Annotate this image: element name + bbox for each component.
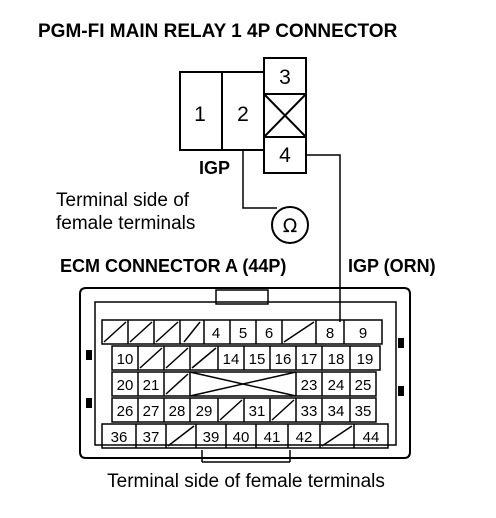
ecm-pin-10: 10 <box>117 351 134 368</box>
ecm-pin-34: 34 <box>328 403 345 420</box>
ecm-pin-23: 23 <box>301 377 318 394</box>
note-top-line-2: female terminals <box>56 213 195 234</box>
ohmmeter-icon <box>271 206 309 244</box>
ecm-pin-44: 44 <box>363 429 380 446</box>
ecm-pin-19: 19 <box>357 351 374 368</box>
ecm-pin-24: 24 <box>328 377 345 394</box>
relay-pin-2: 2 <box>237 103 249 126</box>
igp-label: IGP <box>199 158 230 178</box>
ecm-pin-16: 16 <box>275 351 292 368</box>
ecm-pin-31: 31 <box>249 403 266 420</box>
ecm-pin-42: 42 <box>296 429 313 446</box>
note-bottom: Terminal side of female terminals <box>107 471 385 492</box>
ecm-pin-17: 17 <box>301 351 318 368</box>
ecm-pin-40: 40 <box>233 429 250 446</box>
ecm-pin-18: 18 <box>328 351 345 368</box>
diagram-title: PGM-FI MAIN RELAY 1 4P CONNECTOR <box>38 21 398 42</box>
ecm-pin-27: 27 <box>143 403 160 420</box>
ecm-pin-39: 39 <box>203 429 220 446</box>
relay-pin-3: 3 <box>279 66 291 89</box>
relay-pin-1: 1 <box>194 103 206 126</box>
ecm-pin-14: 14 <box>223 351 240 368</box>
ecm-pin-26: 26 <box>117 403 134 420</box>
test-lead-ecm <box>306 154 341 322</box>
ecm-pin-35: 35 <box>355 403 372 420</box>
relay-pin-4: 4 <box>279 144 291 167</box>
relay-side-block <box>263 57 307 174</box>
ecm-pin-20: 20 <box>117 377 134 394</box>
ecm-pin-5: 5 <box>239 325 247 342</box>
test-lead-relay <box>242 150 277 209</box>
relay-connector: 1 2 3 4 <box>179 57 307 174</box>
ecm-pin-28: 28 <box>169 403 186 420</box>
ecm-label: ECM CONNECTOR A (44P) <box>60 256 286 276</box>
ecm-pin-41: 41 <box>264 429 281 446</box>
ecm-pin-6: 6 <box>265 325 273 342</box>
ecm-pin-33: 33 <box>301 403 318 420</box>
ohm-symbol: Ω <box>283 215 298 237</box>
ecm-latch <box>215 289 269 305</box>
ecm-connector: 4 5 6 8 9 10 14 15 16 17 18 19 <box>79 287 411 463</box>
ecm-pin-4: 4 <box>212 325 220 342</box>
ecm-pin-36: 36 <box>111 429 128 446</box>
ecm-pin-37: 37 <box>143 429 160 446</box>
ecm-pin-9: 9 <box>359 325 367 342</box>
ecm-housing-outer <box>79 287 411 459</box>
ecm-pin-21: 21 <box>143 377 160 394</box>
ecm-pin-25: 25 <box>355 377 372 394</box>
ecm-pin-15: 15 <box>249 351 266 368</box>
ecm-housing-inner <box>94 301 397 446</box>
igp-orn-label: IGP (ORN) <box>348 256 436 276</box>
note-top-line-1: Terminal side of <box>56 190 190 211</box>
ecm-pin-8: 8 <box>326 325 334 342</box>
ecm-pin-29: 29 <box>196 403 213 420</box>
